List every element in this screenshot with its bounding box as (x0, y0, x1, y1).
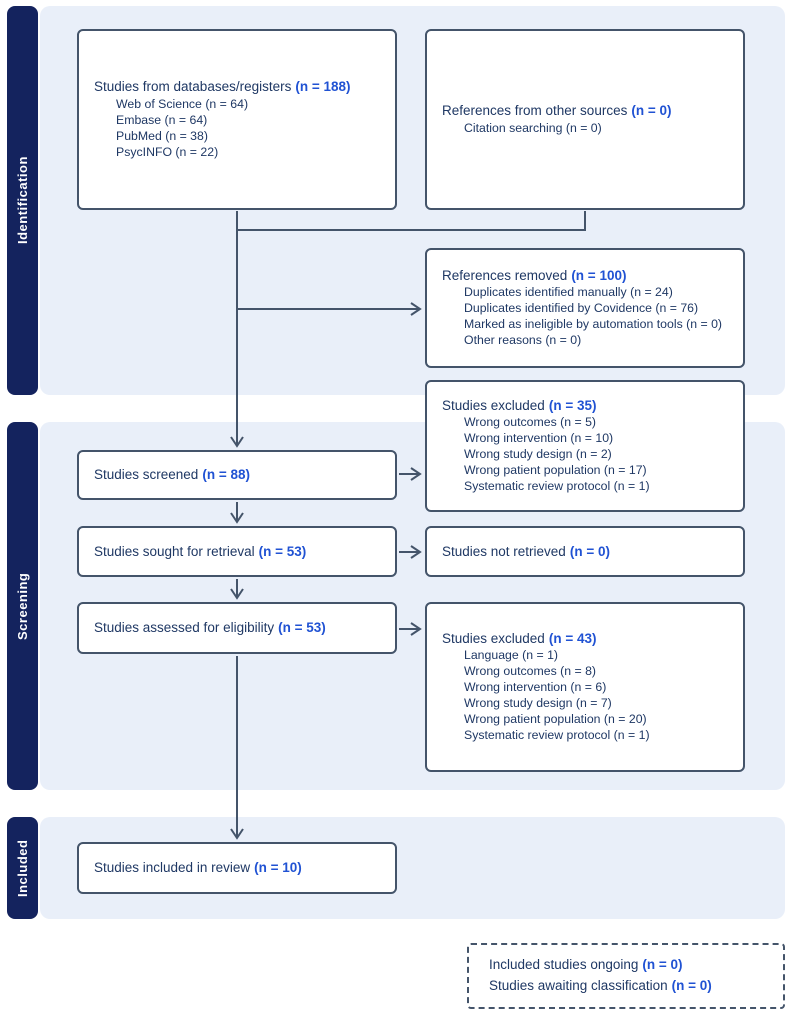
box-title-label: Studies awaiting classification (489, 978, 668, 993)
box-title: Studies excluded(n = 35) (442, 397, 735, 415)
box-studies-sought: Studies sought for retrieval(n = 53) (77, 526, 397, 577)
box-awaiting-classification: Included studies ongoing(n = 0) Studies … (467, 943, 785, 1009)
box-item-list: Web of Science (n = 64) Embase (n = 64) … (94, 97, 387, 161)
box-count: (n = 0) (569, 543, 610, 559)
box-item: PubMed (n = 38) (116, 128, 208, 143)
box-item-list: Language (n = 1) Wrong outcomes (n = 8) … (442, 648, 735, 744)
box-item: Systematic review protocol (n = 1) (464, 728, 650, 743)
box-item: Embase (n = 64) (116, 112, 208, 127)
box-count: (n = 88) (202, 467, 250, 483)
box-count: (n = 188) (295, 79, 351, 95)
box-title-label: Studies excluded (442, 630, 545, 646)
box-item: Systematic review protocol (n = 1) (464, 479, 650, 494)
box-item-list: Wrong outcomes (n = 5) Wrong interventio… (442, 415, 735, 495)
box-count: (n = 100) (571, 267, 627, 283)
box-studies-excluded-screening: Studies excluded(n = 35) Wrong outcomes … (425, 380, 745, 512)
box-item: PsycINFO (n = 22) (116, 144, 219, 159)
box-references-other-sources: References from other sources(n = 0) Cit… (425, 29, 745, 210)
section-label-text: Screening (15, 572, 30, 640)
box-count: (n = 0) (671, 978, 712, 993)
box-title-label: References removed (442, 267, 568, 283)
box-count: (n = 53) (258, 543, 307, 559)
box-item: Web of Science (n = 64) (116, 96, 249, 111)
section-label-text: Included (15, 839, 30, 897)
box-title: Studies awaiting classification(n = 0) (489, 976, 775, 997)
box-item: Duplicates identified manually (n = 24) (464, 285, 673, 300)
box-title-label: References from other sources (442, 103, 628, 119)
box-item: Wrong intervention (n = 6) (464, 680, 607, 695)
section-label-identification: Identification (7, 6, 38, 395)
box-title: Studies assessed for eligibility(n = 53) (94, 619, 387, 637)
box-title: Studies excluded(n = 43) (442, 630, 735, 648)
box-title-label: Studies excluded (442, 397, 545, 413)
box-title-label: Studies assessed for eligibility (94, 620, 275, 636)
box-title-label: Studies included in review (94, 860, 251, 876)
box-item: Other reasons (n = 0) (464, 333, 582, 348)
box-studies-screened: Studies screened(n = 88) (77, 450, 397, 500)
box-title: Studies not retrieved(n = 0) (442, 543, 735, 561)
box-count: (n = 53) (278, 620, 326, 636)
box-item-list: Duplicates identified manually (n = 24) … (442, 285, 735, 349)
box-item: Language (n = 1) (464, 648, 559, 663)
box-item-list: Citation searching (n = 0) (442, 121, 735, 137)
box-title-label: Studies sought for retrieval (94, 543, 255, 559)
box-count: (n = 10) (254, 860, 302, 876)
box-count: (n = 43) (548, 630, 597, 646)
box-references-removed: References removed(n = 100) Duplicates i… (425, 248, 745, 368)
box-title: Included studies ongoing(n = 0) (489, 955, 775, 976)
box-studies-from-databases: Studies from databases/registers(n = 188… (77, 29, 397, 210)
box-item: Wrong outcomes (n = 5) (464, 415, 597, 430)
box-item: Citation searching (n = 0) (464, 120, 602, 135)
box-title-label: Studies screened (94, 467, 199, 483)
box-item: Wrong intervention (n = 10) (464, 431, 614, 446)
box-count: (n = 0) (642, 957, 683, 973)
box-title-label: Studies from databases/registers (94, 79, 292, 95)
box-title-label: Included studies ongoing (489, 957, 639, 973)
box-item: Wrong study design (n = 2) (464, 447, 612, 462)
box-item: Wrong study design (n = 7) (464, 696, 612, 711)
box-item: Duplicates identified by Covidence (n = … (464, 301, 699, 316)
section-label-text: Identification (15, 156, 30, 245)
box-item: Wrong patient population (n = 20) (464, 712, 647, 727)
box-title: Studies sought for retrieval(n = 53) (94, 543, 387, 561)
box-studies-excluded-eligibility: Studies excluded(n = 43) Language (n = 1… (425, 602, 745, 772)
section-label-screening: Screening (7, 422, 38, 790)
box-item: Wrong outcomes (n = 8) (464, 664, 597, 679)
box-title: Studies from databases/registers(n = 188… (94, 78, 387, 96)
box-title-label: Studies not retrieved (442, 543, 566, 559)
box-item: Wrong patient population (n = 17) (464, 463, 647, 478)
box-title: Studies included in review(n = 10) (94, 859, 387, 877)
box-studies-included-review: Studies included in review(n = 10) (77, 842, 397, 894)
box-title: References from other sources(n = 0) (442, 102, 735, 120)
section-label-included: Included (7, 817, 38, 919)
box-title: References removed(n = 100) (442, 267, 735, 285)
box-item: Marked as ineligible by automation tools… (464, 317, 723, 332)
box-studies-assessed: Studies assessed for eligibility(n = 53) (77, 602, 397, 654)
box-title: Studies screened(n = 88) (94, 466, 387, 484)
box-count: (n = 35) (548, 397, 597, 413)
box-count: (n = 0) (631, 103, 672, 119)
box-studies-not-retrieved: Studies not retrieved(n = 0) (425, 526, 745, 577)
